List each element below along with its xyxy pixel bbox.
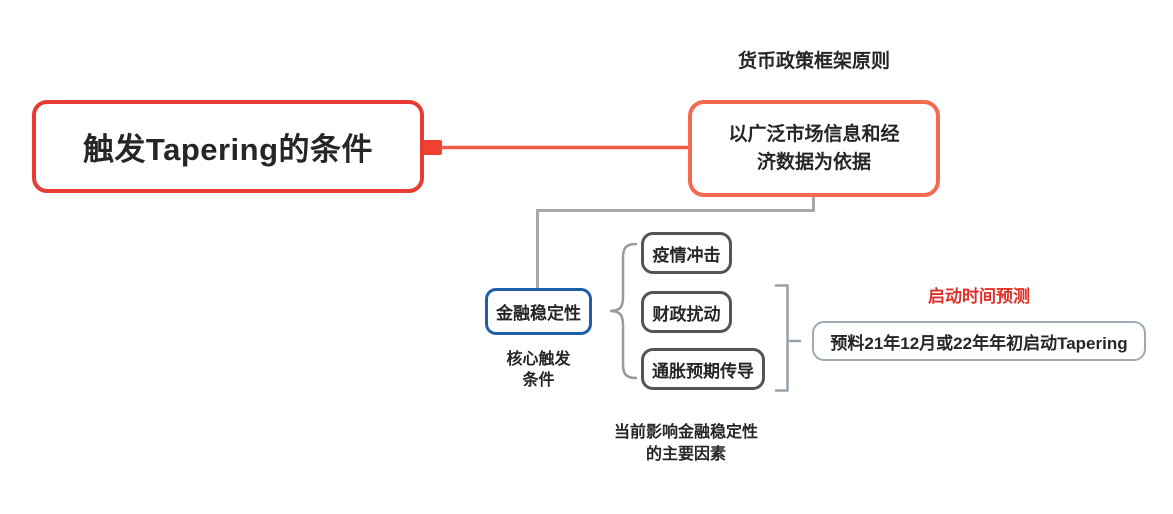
- root-topic-node[interactable]: 触发Tapering的条件: [32, 100, 424, 193]
- factors-caption: 当前影响金融稳定性 的主要因素: [613, 424, 758, 463]
- factor-node-inflation-expectation[interactable]: 通胀预期传导: [641, 348, 765, 390]
- root-topic-label: 触发Tapering的条件: [82, 132, 374, 167]
- stability-node[interactable]: 金融稳定性: [485, 288, 592, 335]
- factor-label-pandemic-shock: 疫情冲击: [652, 245, 721, 265]
- factor-label-inflation-expectation: 通胀预期传导: [652, 361, 754, 381]
- prediction-node[interactable]: 预料21年12月或22年年初启动Tapering: [812, 321, 1146, 361]
- principle-label: 以广泛市场信息和经 济数据为依据: [728, 123, 900, 173]
- principle-node[interactable]: 以广泛市场信息和经 济数据为依据: [688, 100, 940, 197]
- prediction-caption: 启动时间预测: [928, 287, 1030, 306]
- factor-node-pandemic-shock[interactable]: 疫情冲击: [641, 232, 732, 274]
- factor-node-fiscal-disturbance[interactable]: 财政扰动: [641, 291, 732, 333]
- stability-label: 金融稳定性: [496, 304, 581, 323]
- root-branch-anchor: [423, 140, 442, 155]
- stability-factors-brace: [609, 242, 638, 380]
- stability-caption: 核心触发 条件: [506, 351, 571, 389]
- factor-label-fiscal-disturbance: 财政扰动: [652, 304, 721, 324]
- principle-caption: 货币政策框架原则: [737, 51, 890, 72]
- prediction-label: 预料21年12月或22年年初启动Tapering: [830, 333, 1128, 353]
- factors-prediction-bracket: [774, 284, 802, 392]
